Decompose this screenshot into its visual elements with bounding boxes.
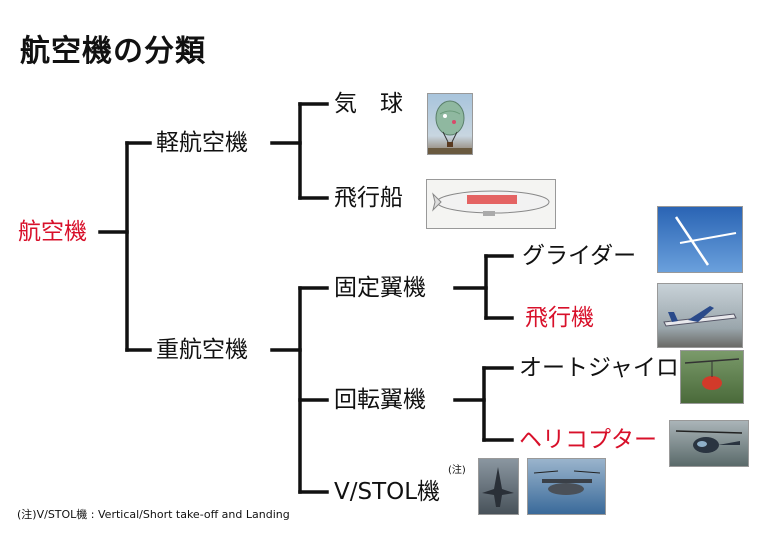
node-balloon: 気 球: [334, 91, 403, 117]
vstol-osprey-photo: [527, 458, 606, 515]
node-fixed-wing: 固定翼機: [334, 275, 426, 301]
footnote: (注)V/STOL機 : Vertical/Short take-off and…: [17, 508, 290, 521]
node-heavy-aircraft: 重航空機: [156, 337, 248, 363]
vstol-harrier-photo: [478, 458, 519, 515]
helicopter-photo: [669, 420, 749, 467]
page-title: 航空機の分類: [20, 34, 206, 69]
node-autogyro: オートジャイロ: [519, 355, 679, 381]
balloon-photo: [427, 93, 473, 155]
node-airplane: 飛行機: [525, 305, 594, 331]
autogyro-photo: [680, 350, 744, 404]
node-airship: 飛行船: [334, 185, 403, 211]
note-marker: (注): [448, 465, 466, 476]
node-rotary-wing: 回転翼機: [334, 387, 426, 413]
node-helicopter: ヘリコプター: [519, 427, 657, 453]
node-light-aircraft: 軽航空機: [156, 130, 248, 156]
node-aircraft: 航空機: [18, 219, 87, 245]
airship-photo: [426, 179, 556, 229]
glider-photo: [657, 206, 743, 273]
airplane-photo: [657, 283, 743, 348]
node-vstol: V/STOL機: [334, 479, 441, 505]
node-glider: グライダー: [522, 243, 637, 269]
